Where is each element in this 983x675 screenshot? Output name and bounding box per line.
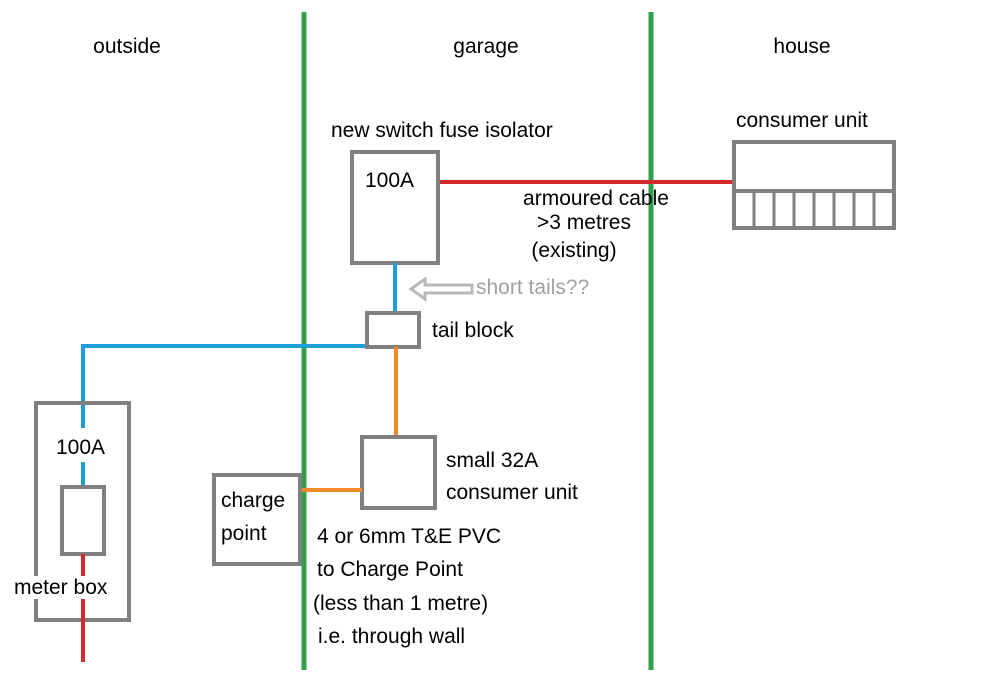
armoured-cable-label-3: (existing) — [531, 239, 617, 262]
armoured-cable-label-2: >3 metres — [537, 211, 631, 234]
zone-label-garage: garage — [453, 35, 519, 58]
zone-label-outside: outside — [93, 35, 161, 58]
charge-point-box — [212, 473, 302, 566]
small-cu-label-1: small 32A — [446, 449, 539, 472]
meter-box-label: meter box — [14, 576, 108, 599]
isolator-title: new switch fuse isolator — [331, 119, 553, 142]
meter-tails-line — [81, 344, 367, 428]
zone-label-house: house — [773, 35, 831, 58]
house-consumer-unit-breakers — [752, 191, 876, 228]
small-cu-label-2: consumer unit — [446, 481, 578, 504]
cable-note-line-1: 4 or 6mm T&E PVC — [317, 525, 501, 548]
armoured-cable-label-1: armoured cable — [523, 187, 669, 210]
small-consumer-unit-box — [360, 435, 437, 510]
cable-note-line-4: i.e. through wall — [318, 625, 466, 648]
charge-point-label-1: charge — [221, 489, 286, 512]
tail-block-box — [365, 311, 421, 349]
house-consumer-unit-label: consumer unit — [736, 109, 868, 132]
meter-box-meter — [60, 485, 106, 556]
tail-block-label: tail block — [432, 319, 514, 342]
meter-box-rating: 100A — [56, 436, 106, 459]
cable-note-line-3: (less than 1 metre) — [313, 592, 489, 615]
short-tails-arrow — [408, 276, 474, 302]
cable-note-line-2: to Charge Point — [317, 558, 463, 581]
short-tails-label: short tails?? — [476, 276, 590, 299]
isolator-rating: 100A — [365, 169, 415, 192]
charge-point-label-2: point — [221, 522, 267, 545]
